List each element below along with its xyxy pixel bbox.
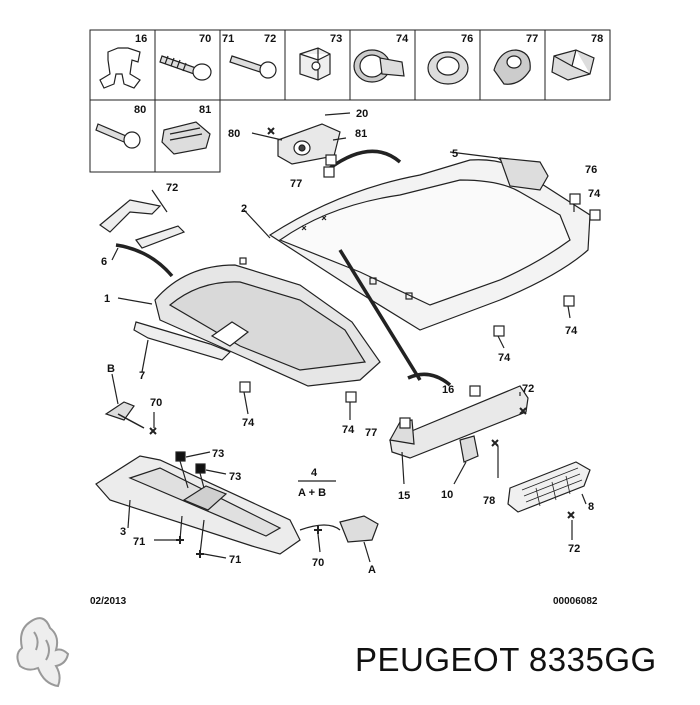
footer-ref: 00006082 [553,596,598,607]
label-77b: 77 [365,427,377,439]
label-73a: 73 [212,448,224,460]
a-clip-part [299,515,379,543]
label-b: B [107,363,115,375]
screw-part-icon [159,55,212,81]
label-15: 15 [398,490,410,502]
label-a-plus-b: A + B [298,487,326,499]
legend-num-16: 16 [135,33,147,45]
legend-num-78: 78 [591,33,603,45]
mesh-panel-part [507,461,591,513]
clip-part-icon [99,47,141,89]
bolt-part-icon [229,55,277,79]
label-1: 1 [104,293,110,305]
legend-table [89,29,611,173]
b-clip-part [104,401,145,429]
label-73b: 73 [229,471,241,483]
label-71a: 71 [133,536,145,548]
label-80: 80 [228,128,240,140]
label-74a: 74 [588,188,601,200]
cone-clip-part-icon [493,49,531,85]
label-72a: 72 [166,182,178,194]
label-16: 16 [442,384,454,396]
front-strip-part [133,321,232,361]
label-78: 78 [483,495,495,507]
legend-num-81: 81 [199,104,211,116]
label-74b: 74 [565,325,578,337]
label-5: 5 [452,148,458,160]
nut-clip-part-icon [299,47,331,81]
legend-num-74: 74 [396,33,409,45]
label-4: 4 [311,467,318,479]
label-71b: 71 [229,554,241,566]
label-74c: 74 [498,352,511,364]
brand-part-number: PEUGEOT 8335GG [355,641,657,678]
label-7: 7 [139,370,145,382]
callout-labels: 20 80 81 77 5 76 74 72 6 2 1 7 74 74 74 … [101,108,601,576]
label-6: 6 [101,256,107,268]
front-headliner-part [154,257,381,387]
footer-date: 02/2013 [90,596,127,607]
legend-num-77: 77 [526,33,538,45]
label-77: 77 [290,178,302,190]
pad-part-icon [161,121,211,155]
legend-num-71: 71 [222,33,234,45]
label-3: 3 [120,526,126,538]
lamp-housing-part [499,157,549,191]
peugeot-lion-logo [16,617,70,688]
roof-headliner-part [268,159,591,331]
label-8: 8 [588,501,594,513]
legend-num-70: 70 [199,33,211,45]
label-70b: 70 [312,557,324,569]
x-marker [267,127,275,135]
callout-curve [328,149,402,170]
push-rivet-part-icon [353,49,405,83]
front-console-part [95,455,301,555]
bolt-part-icon-2 [95,123,141,149]
label-74e: 74 [342,424,355,436]
legend-num-72: 72 [264,33,276,45]
label-81: 81 [355,128,367,140]
label-74d: 74 [242,417,255,429]
label-70a: 70 [150,397,162,409]
label-2: 2 [241,203,247,215]
label-76: 76 [585,164,597,176]
label-10: 10 [441,489,453,501]
block-clip-part-icon [551,49,595,81]
latch-part [459,435,479,463]
bracket-part [99,199,186,249]
label-20: 20 [356,108,368,120]
legend-num-80: 80 [134,104,146,116]
label-a: A [368,564,376,576]
grommet-part-icon [427,51,469,85]
rear-rail-part [389,385,529,459]
legend-num-73: 73 [330,33,342,45]
label-72b: 72 [522,383,534,395]
legend-num-76: 76 [461,33,473,45]
label-72c: 72 [568,543,580,555]
